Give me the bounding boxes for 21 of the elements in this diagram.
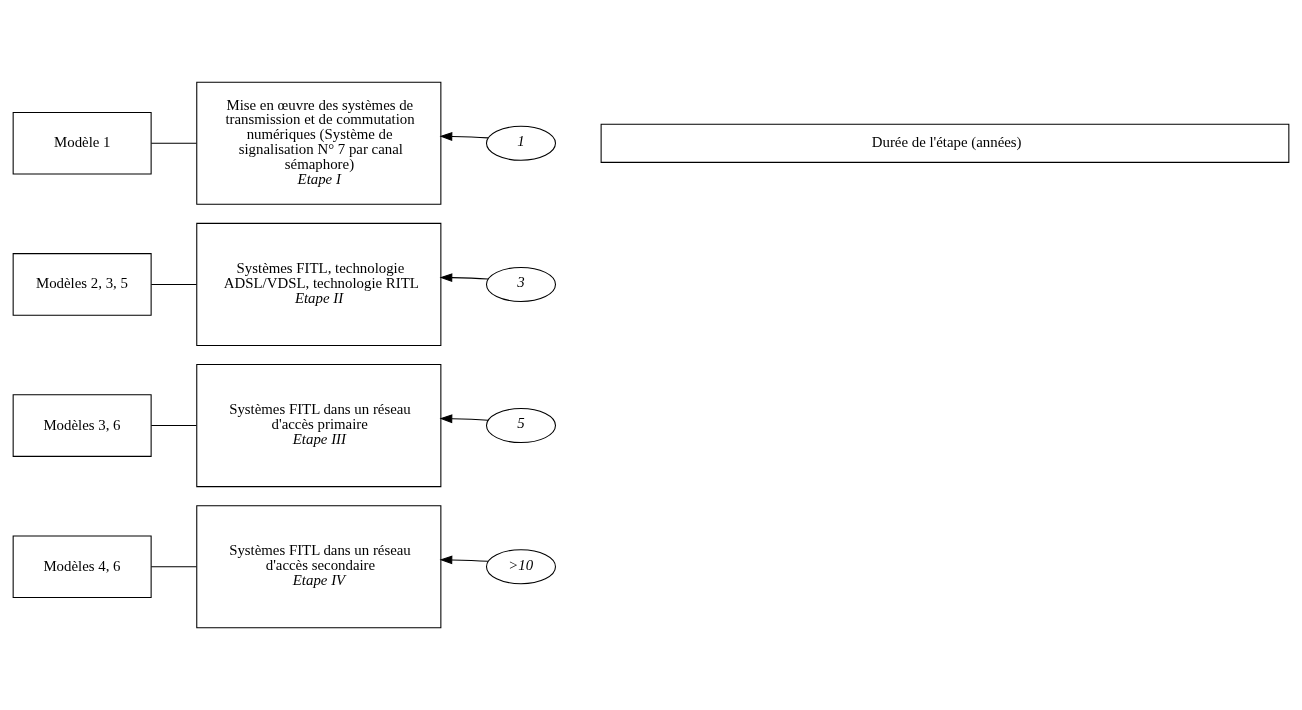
- node-box: Modèle 1: [12, 111, 152, 175]
- node-ellipse: 5: [485, 408, 556, 444]
- connector: [150, 566, 197, 568]
- node-box: Modèles 2, 3, 5: [12, 253, 152, 316]
- node-ellipse: 1: [485, 125, 556, 161]
- node-box: Modèles 4, 6: [12, 535, 152, 599]
- connector: [150, 142, 197, 144]
- arrow: [439, 555, 489, 565]
- node-box: Modèles 3, 6: [12, 394, 152, 457]
- node-box: Systèmes FITL, technologie ADSL/VDSL, technologie RITL Etape II: [196, 222, 442, 346]
- arrow: [439, 132, 489, 141]
- connector: [150, 425, 197, 427]
- node-ellipse: 3: [485, 266, 556, 302]
- node-box: Mise en œuvre des systèmes de transmission et de commutation numériques (Système de signalisation N° 7 par canal sémaphore) Etape I: [196, 81, 442, 205]
- node-box: Systèmes FITL dans un réseau d'accès primaire Etape III: [196, 364, 442, 488]
- node-ellipse: >10: [485, 549, 556, 585]
- node-box: Systèmes FITL dans un réseau d'accès secondaire Etape IV: [196, 505, 442, 629]
- node-box: Durée de l'étape (années): [600, 123, 1290, 163]
- connector: [150, 283, 197, 285]
- arrow: [439, 414, 489, 424]
- arrow: [439, 273, 489, 283]
